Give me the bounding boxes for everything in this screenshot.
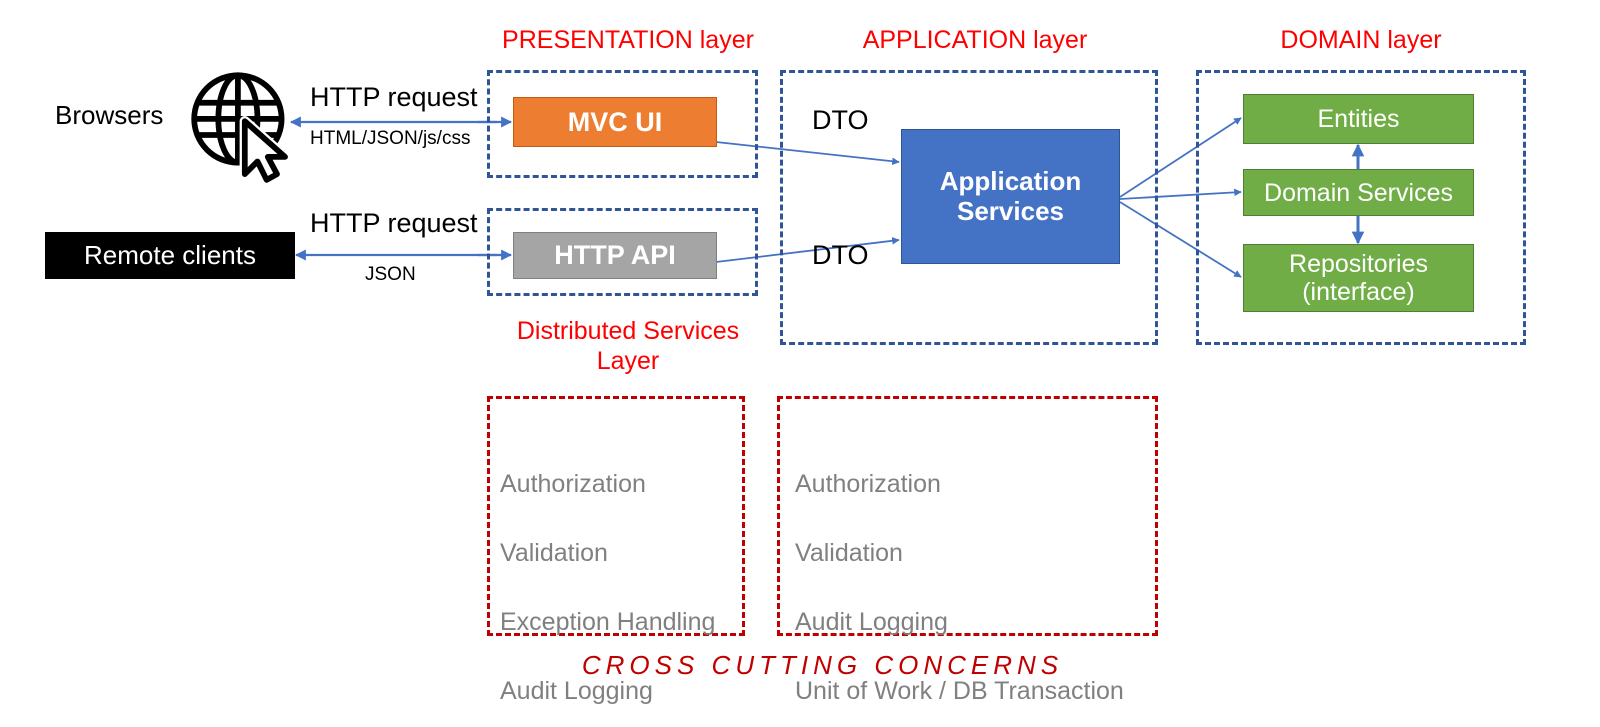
application-crosscut-list: Authorization Validation Audit Logging U… — [795, 432, 1155, 727]
browser-payload-label: HTML/JSON/js/css — [310, 128, 471, 149]
domain-services-label: Domain Services — [1264, 178, 1453, 207]
mvc-ui-label: MVC UI — [567, 106, 663, 137]
browsers-label: Browsers — [55, 100, 164, 130]
crosscut-item: Validation — [795, 538, 903, 567]
remote-clients-box: Remote clients — [45, 232, 295, 279]
repositories-label: Repositories (interface) — [1289, 250, 1428, 306]
crosscut-item: Authorization — [500, 469, 646, 498]
presentation-api-container — [487, 208, 758, 296]
dto-bottom-label: DTO — [812, 240, 869, 270]
globe-cursor-icon — [191, 72, 291, 186]
application-services-label: Application Services — [939, 166, 1082, 226]
entities-box: Entities — [1243, 94, 1474, 144]
remote-payload-label: JSON — [365, 264, 416, 285]
distributed-crosscut-list: Authorization Validation Exception Handl… — [500, 432, 740, 727]
http-api-label: HTTP API — [554, 240, 676, 271]
domain-layer-caption: DOMAIN layer — [1280, 26, 1442, 54]
remote-clients-label: Remote clients — [84, 239, 256, 270]
cross-cutting-concerns-banner: CROSS CUTTING CONCERNS — [581, 650, 1064, 680]
crosscut-item: Validation — [500, 538, 608, 567]
application-services-box: Application Services — [901, 129, 1120, 264]
application-layer-container — [780, 70, 1158, 345]
crosscut-item: Authorization — [795, 469, 941, 498]
presentation-mvc-container — [487, 70, 758, 178]
application-crosscut-container — [777, 396, 1158, 636]
dto-top-label: DTO — [812, 105, 869, 135]
remote-http-request-label: HTTP request — [310, 208, 478, 238]
application-layer-caption: APPLICATION layer — [862, 26, 1088, 54]
crosscut-item: Unit of Work / DB Transaction — [795, 676, 1124, 705]
presentation-layer-caption: PRESENTATION layer — [502, 26, 754, 54]
entities-label: Entities — [1317, 105, 1400, 133]
domain-layer-container — [1196, 70, 1526, 345]
crosscut-item: Audit Logging — [500, 676, 653, 705]
mvc-ui-box: MVC UI — [513, 97, 717, 147]
browser-http-request-label: HTTP request — [310, 82, 478, 112]
http-api-box: HTTP API — [513, 232, 717, 279]
distributed-crosscut-container — [487, 396, 745, 636]
domain-services-box: Domain Services — [1243, 169, 1474, 216]
repositories-box: Repositories (interface) — [1243, 244, 1474, 312]
distributed-services-layer-caption: Distributed Services Layer — [516, 317, 740, 375]
crosscut-item: Exception Handling — [500, 607, 716, 636]
crosscut-item: Audit Logging — [795, 607, 948, 636]
